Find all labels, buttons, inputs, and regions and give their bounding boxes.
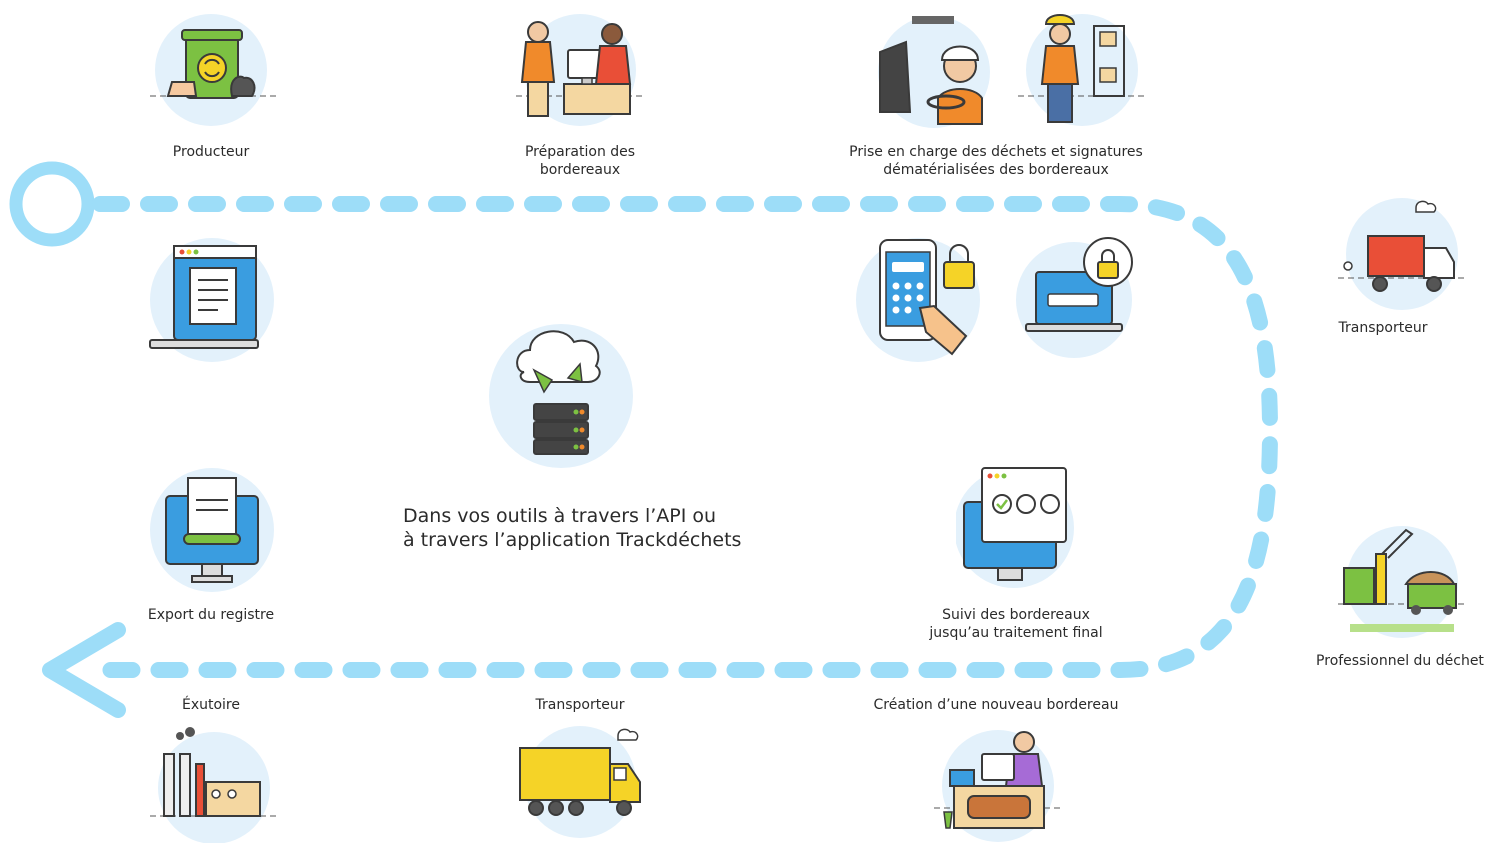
flow-arrowhead [42, 622, 126, 718]
label-prise-en-charge: Prise en charge des déchets et signature… [849, 144, 1143, 178]
recycling-plant-icon [1338, 526, 1466, 638]
laptop-form-icon [149, 238, 274, 362]
label-transporteur-bottom: Transporteur [535, 697, 625, 713]
label-export: Export du registre [147, 607, 275, 623]
monitor-tracking-icon [956, 467, 1074, 588]
reception-desk-icon [934, 730, 1062, 842]
label-preparation: Préparation des bordereaux [524, 144, 636, 178]
label-producteur: Producteur [172, 144, 250, 160]
phone-lock-icon [856, 238, 980, 362]
label-suivi: Suivi des bordereaux jusqu’au traitement… [929, 607, 1103, 641]
flow-start-circle [9, 161, 95, 247]
recycle-bin-icon [150, 14, 276, 126]
label-creation: Création d’une nouveau bordereau [873, 697, 1119, 713]
monitor-export-icon [150, 468, 274, 592]
label-exutoire: Éxutoire [181, 697, 240, 713]
office-desk-icon [516, 14, 644, 126]
api-description: Dans vos outils à travers l’API ou à tra… [403, 505, 742, 551]
cloud-server-sync-icon [489, 324, 633, 468]
yellow-truck-icon [519, 726, 641, 838]
factory-icon [150, 727, 278, 843]
warehouse-worker-icon [1018, 14, 1146, 126]
laptop-password-icon [1016, 237, 1133, 358]
truck-driver-icon [878, 16, 990, 128]
label-professionnel: Professionnel du déchet [1316, 653, 1484, 669]
label-transporteur-right: Transporteur [1338, 320, 1428, 336]
container-truck-icon [1338, 198, 1466, 310]
flow-path [77, 196, 1279, 678]
